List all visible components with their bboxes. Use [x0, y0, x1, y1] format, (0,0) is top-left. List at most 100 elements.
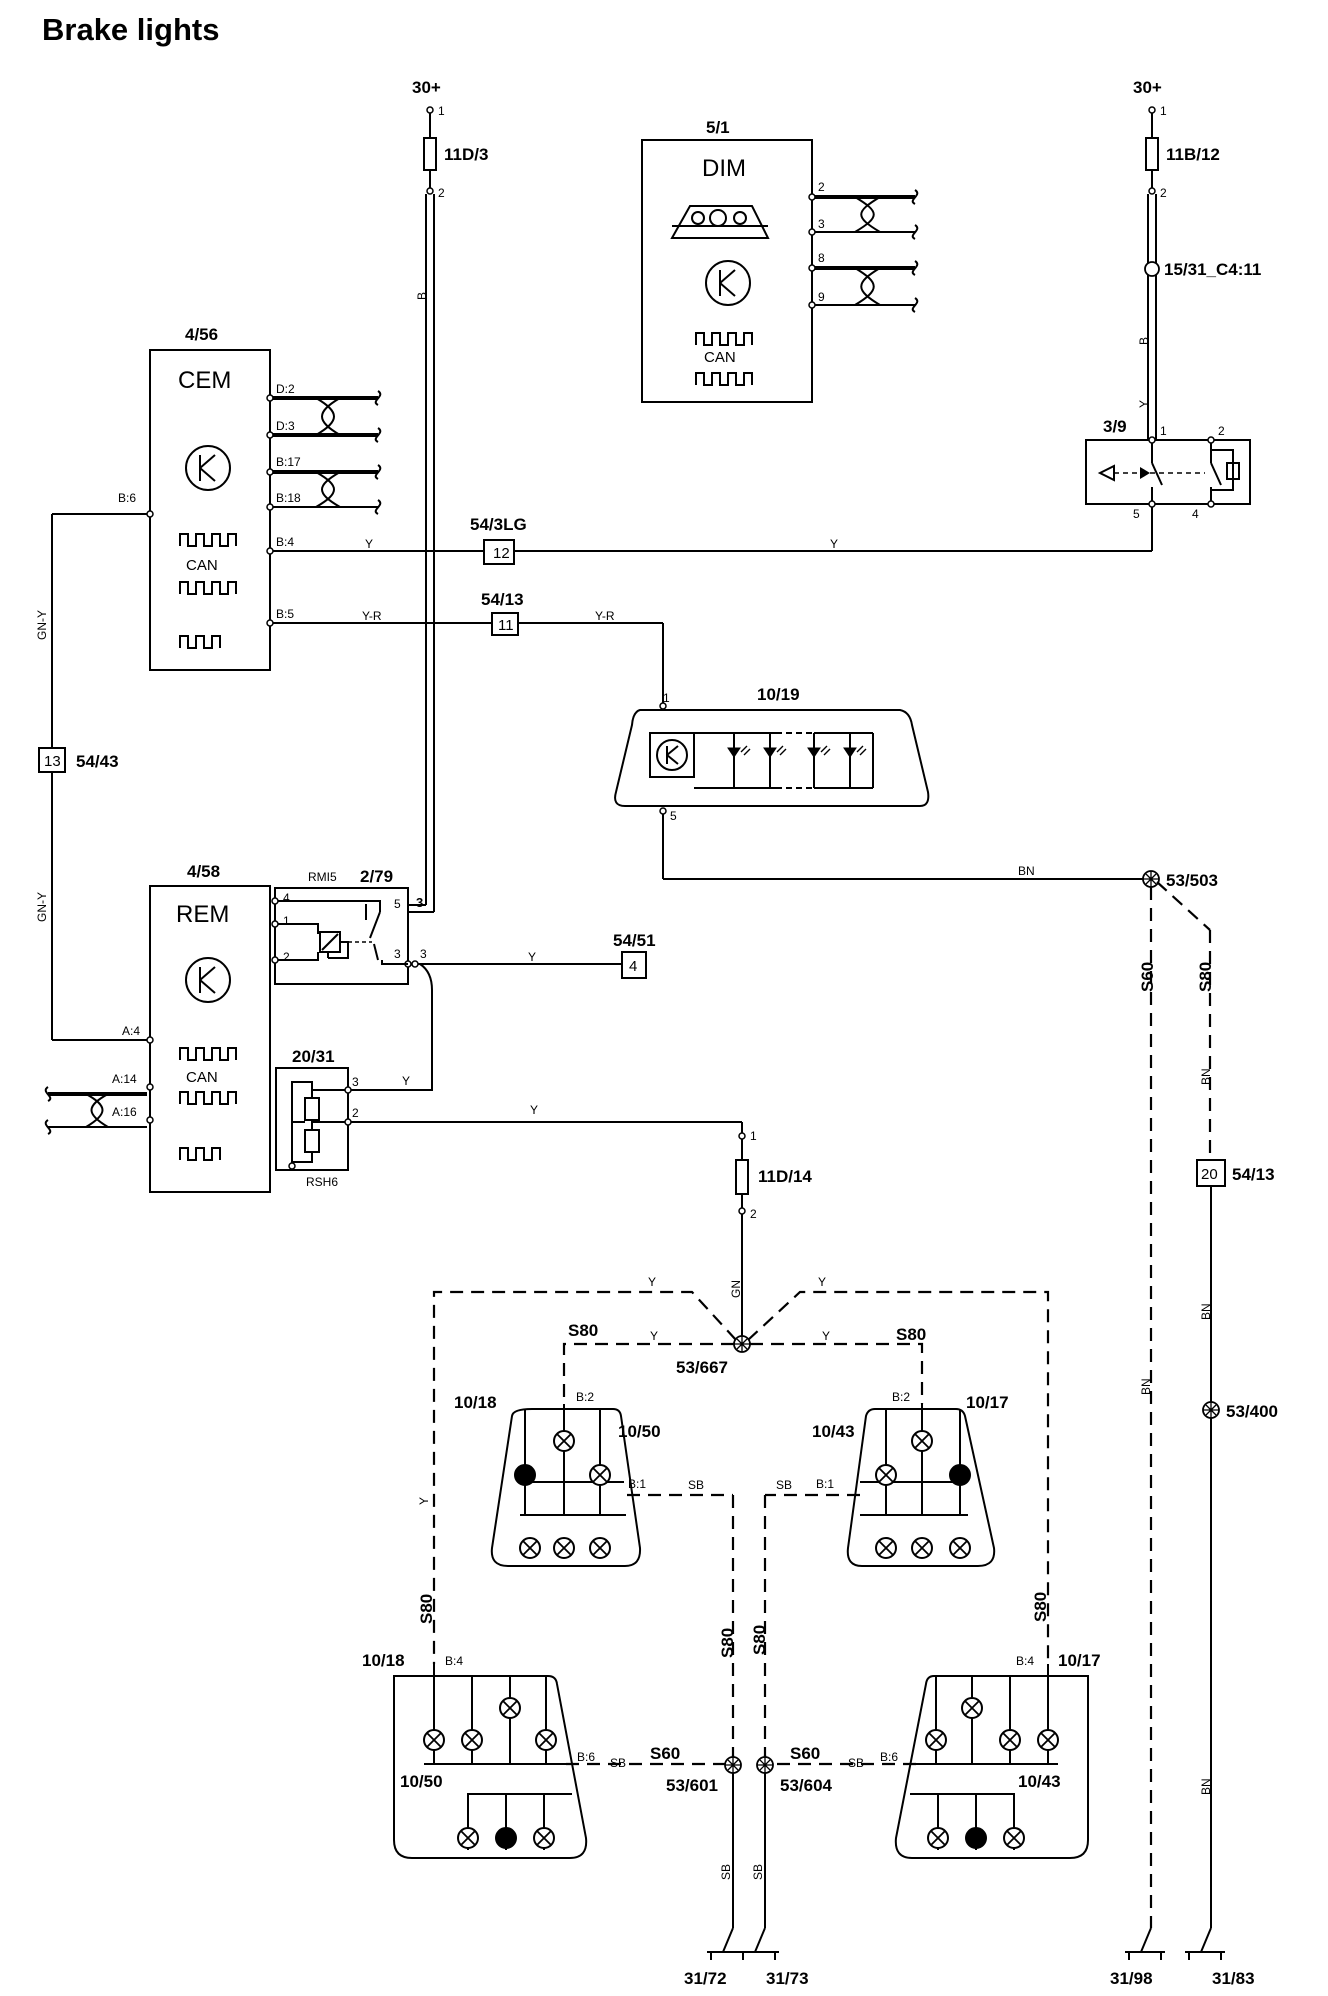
- svg-text:10/43: 10/43: [812, 1422, 855, 1441]
- dim-module: 5/1 DIM CAN 2 3 8 9: [641, 118, 919, 403]
- fuse-11d3: [423, 137, 437, 171]
- wire-cem-b5-hml: 11 54/13 Y-R Y-R: [273, 590, 664, 703]
- svg-text:3: 3: [420, 947, 427, 961]
- svg-text:A:14: A:14: [112, 1072, 137, 1086]
- svg-text:B:18: B:18: [276, 491, 301, 505]
- high-mounted-brake-light: 10/19 1 5 BN: [614, 685, 1144, 880]
- svg-text:B:5: B:5: [276, 607, 294, 621]
- bulb-cross: [878, 1540, 894, 1556]
- svg-text:3: 3: [394, 947, 401, 961]
- svg-text:1: 1: [663, 691, 670, 705]
- svg-text:S60: S60: [650, 1744, 680, 1763]
- svg-text:12: 12: [493, 545, 510, 562]
- svg-text:1: 1: [1160, 424, 1167, 438]
- svg-text:B:17: B:17: [276, 455, 301, 469]
- bulb-cross: [928, 1732, 944, 1748]
- svg-text:B:4: B:4: [1016, 1654, 1034, 1668]
- wire-cem-rem: 13 54/43 GN-Y GN-Y: [35, 513, 147, 1041]
- svg-text:S80: S80: [718, 1628, 737, 1658]
- rem-module: 4/58 REM CAN A:4 A:14 A:16: [44, 862, 271, 1193]
- svg-text:11: 11: [498, 617, 514, 634]
- svg-text:A:16: A:16: [112, 1105, 137, 1119]
- ground-icon-31-72: [707, 1927, 747, 1960]
- svg-text:54/13: 54/13: [1232, 1165, 1275, 1184]
- svg-text:1: 1: [438, 104, 445, 118]
- svg-text:B:1: B:1: [628, 1477, 646, 1491]
- svg-text:SB: SB: [776, 1478, 792, 1492]
- svg-text:11D/14: 11D/14: [758, 1167, 812, 1186]
- brake-light-relay: RMI5 2/79 4 1 2 5 3 3: [271, 867, 423, 985]
- svg-text:S60: S60: [1138, 962, 1157, 992]
- svg-text:GN-Y: GN-Y: [35, 610, 49, 640]
- svg-text:13: 13: [44, 753, 61, 770]
- bulb-cross: [522, 1540, 538, 1556]
- bulb-cross: [460, 1830, 476, 1846]
- svg-text:S80: S80: [417, 1594, 436, 1624]
- svg-text:SB: SB: [751, 1864, 765, 1880]
- svg-text:BN: BN: [1139, 1378, 1153, 1395]
- bulb-cross: [1040, 1732, 1056, 1748]
- svg-text:31/98: 31/98: [1110, 1969, 1153, 1988]
- cem-label: CEM: [178, 367, 231, 394]
- svg-text:B:1: B:1: [816, 1477, 834, 1491]
- svg-text:53/503: 53/503: [1166, 871, 1218, 890]
- svg-text:RMI5: RMI5: [308, 870, 337, 884]
- bulb-cross: [592, 1540, 608, 1556]
- svg-text:15/31_C4:11: 15/31_C4:11: [1164, 260, 1261, 279]
- svg-text:Y: Y: [1137, 400, 1151, 408]
- svg-text:8: 8: [818, 251, 825, 265]
- svg-text:GN-Y: GN-Y: [35, 892, 49, 922]
- svg-text:20: 20: [1201, 1166, 1218, 1183]
- svg-text:4: 4: [283, 891, 290, 905]
- can-signal-icon: [179, 1047, 237, 1061]
- bulb-cross: [930, 1830, 946, 1846]
- brake-light-switch: 3/9 1 2 5 4: [1085, 417, 1251, 521]
- lamp-upper-left: 10/18 10/50 B:2 B:1 SB S80: [454, 1390, 737, 1760]
- svg-text:3/9: 3/9: [1103, 417, 1127, 436]
- svg-text:53/601: 53/601: [666, 1776, 718, 1795]
- svg-text:B: B: [1137, 337, 1151, 345]
- svg-text:Y: Y: [402, 1074, 410, 1088]
- svg-text:S80: S80: [896, 1325, 926, 1344]
- bulb-fill: [515, 1465, 535, 1485]
- rem-label: REM: [176, 901, 229, 928]
- svg-text:53/667: 53/667: [676, 1358, 728, 1377]
- svg-text:BN: BN: [1199, 1068, 1213, 1085]
- svg-text:10/43: 10/43: [1018, 1772, 1061, 1791]
- svg-text:4: 4: [1192, 507, 1199, 521]
- svg-text:SB: SB: [688, 1478, 704, 1492]
- lamp-upper-right: 10/17 10/43 B:2 B:1 SB S80: [750, 1390, 1009, 1760]
- svg-text:5: 5: [394, 897, 401, 911]
- svg-text:54/3LG: 54/3LG: [470, 515, 527, 534]
- svg-text:CAN: CAN: [186, 1069, 218, 1086]
- svg-text:3: 3: [818, 217, 825, 231]
- svg-text:Y-R: Y-R: [362, 609, 382, 623]
- ground-icon-31-73: [739, 1927, 779, 1960]
- cem-module: 4/56 CEM CAN D:2 D:3 B:17 B:18 B:6 B:4 B…: [118, 325, 382, 671]
- transistor-icon: [185, 445, 231, 491]
- svg-text:BN: BN: [1199, 1778, 1213, 1795]
- svg-text:1: 1: [1160, 104, 1167, 118]
- ground-icon-31-83: [1185, 1927, 1225, 1960]
- svg-text:2: 2: [352, 1106, 359, 1120]
- dim-can-wires: 2 3 8 9: [808, 180, 919, 313]
- svg-text:Y: Y: [818, 1275, 826, 1289]
- bulb-cross: [914, 1433, 930, 1449]
- svg-text:54/43: 54/43: [76, 752, 119, 771]
- svg-text:RSH6: RSH6: [306, 1175, 338, 1189]
- dim-label: DIM: [702, 155, 746, 182]
- bulb-cross: [592, 1467, 608, 1483]
- svg-text:2: 2: [1160, 186, 1167, 200]
- svg-text:B:2: B:2: [892, 1390, 910, 1404]
- splice-15-31: [1144, 261, 1160, 277]
- bulb-fill: [966, 1828, 986, 1848]
- svg-text:9: 9: [818, 290, 825, 304]
- svg-text:S80: S80: [568, 1321, 598, 1340]
- svg-text:Y: Y: [650, 1329, 658, 1343]
- lamp-lower-left: 10/18 10/50 B:4 B:6 SB S60: [362, 1651, 735, 1859]
- svg-text:SB: SB: [848, 1756, 864, 1770]
- svg-text:5/1: 5/1: [706, 118, 730, 137]
- svg-text:31/72: 31/72: [684, 1969, 727, 1988]
- svg-text:B:2: B:2: [576, 1390, 594, 1404]
- svg-text:CAN: CAN: [704, 349, 736, 366]
